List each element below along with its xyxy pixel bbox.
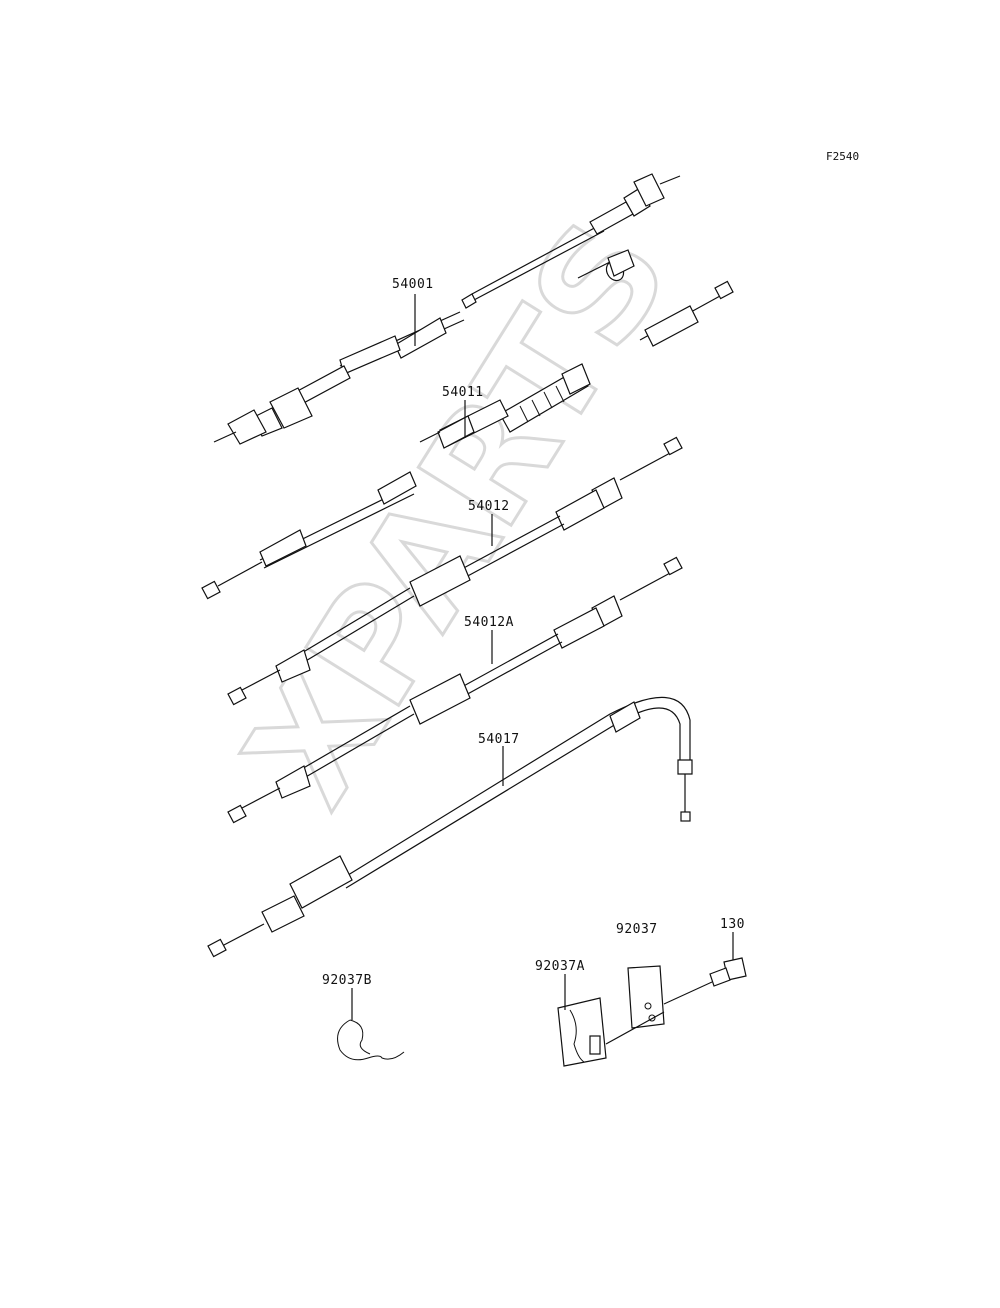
part-label-130[interactable]: 130 xyxy=(720,917,745,932)
part-label-54001[interactable]: 54001 xyxy=(392,277,434,292)
cable-54012-drawing[interactable] xyxy=(227,436,683,706)
part-label-92037[interactable]: 92037 xyxy=(616,922,658,937)
cable-54001-drawing[interactable] xyxy=(213,173,681,445)
part-label-92037B[interactable]: 92037B xyxy=(322,973,372,988)
cable-54011-drawing[interactable] xyxy=(201,249,734,600)
part-label-54012[interactable]: 54012 xyxy=(468,499,510,514)
bracket-92037-drawing[interactable] xyxy=(627,965,665,1029)
clamp-bolt-axis xyxy=(605,1011,665,1045)
figure-code: F2540 xyxy=(826,150,859,163)
watermark: XPARTS xyxy=(213,193,703,834)
clip-92037B-drawing[interactable] xyxy=(337,1019,405,1061)
part-label-54017[interactable]: 54017 xyxy=(478,732,520,747)
part-label-54011[interactable]: 54011 xyxy=(442,385,484,400)
part-label-92037A[interactable]: 92037A xyxy=(535,959,585,974)
bolt-130-drawing[interactable] xyxy=(663,957,747,1005)
clamp-92037A-drawing[interactable] xyxy=(557,997,607,1067)
cable-54017-drawing[interactable] xyxy=(207,696,693,958)
cable-54012A-drawing[interactable] xyxy=(227,556,683,824)
part-label-54012A[interactable]: 54012A xyxy=(464,615,514,630)
